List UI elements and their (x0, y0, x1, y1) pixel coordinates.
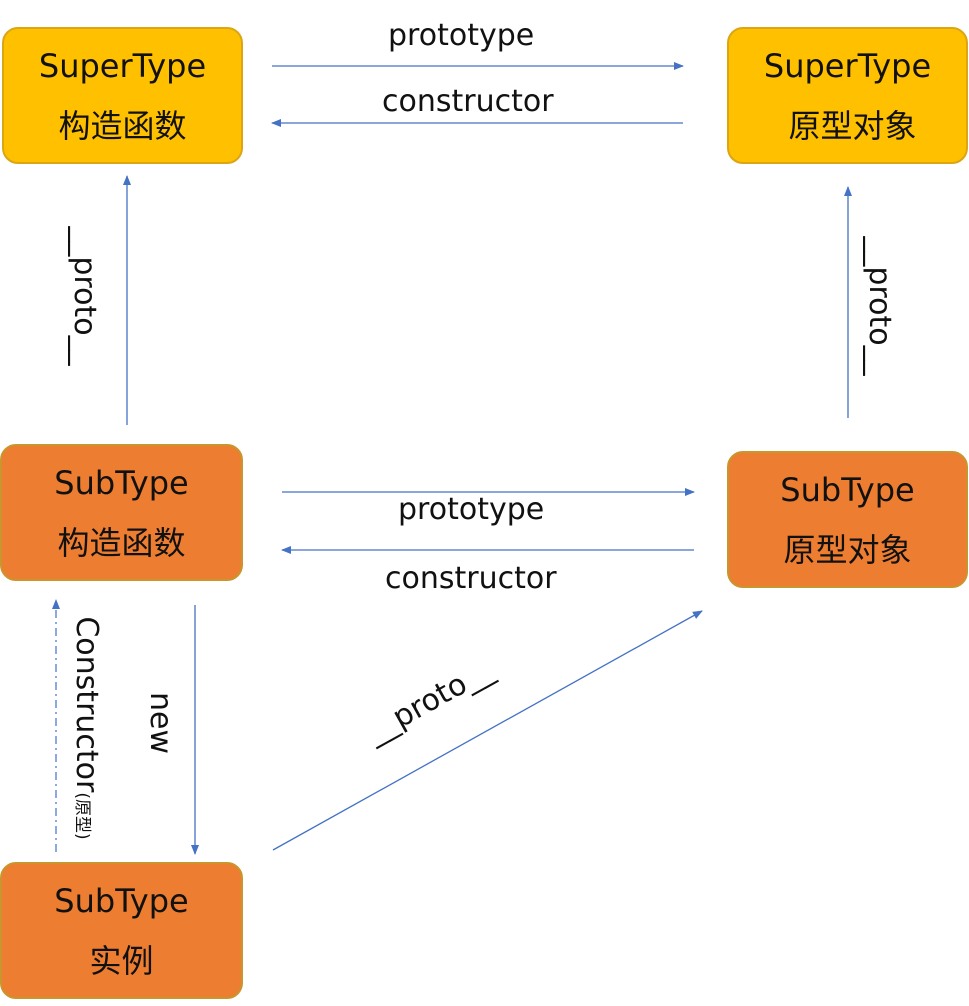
supertype-prototype-node: SuperType 原型对象 (727, 27, 968, 164)
node-title: SuperType (38, 46, 207, 85)
sub-constructor-label: constructor (385, 561, 557, 596)
arrow-instance-proto (272, 610, 703, 851)
node-subtitle: 原型对象 (783, 530, 912, 569)
subtype-constructor-node: SubType 构造函数 (0, 444, 243, 581)
node-subtitle: 原型对象 (788, 106, 917, 145)
node-subtitle: 构造函数 (58, 106, 187, 145)
node-title: SubType (54, 881, 189, 920)
node-title: SuperType (763, 46, 932, 85)
new-label: new (143, 691, 178, 754)
constructor-text: Constructor (69, 616, 104, 793)
node-subtitle: 构造函数 (57, 523, 186, 562)
node-subtitle: 实例 (89, 941, 154, 980)
super-constructor-label: constructor (382, 84, 554, 119)
supertype-constructor-node: SuperType 构造函数 (2, 27, 243, 164)
super-proto-left-label: __proto__ (67, 226, 102, 366)
constructor-note: (原型) (72, 792, 92, 840)
subtype-prototype-node: SubType 原型对象 (727, 451, 968, 588)
subtype-instance-node: SubType 实例 (0, 862, 243, 999)
super-proto-right-label: __proto__ (862, 236, 897, 376)
instance-constructor-label: Constructor(原型) (69, 598, 104, 858)
node-title: SubType (54, 463, 189, 502)
super-prototype-label: prototype (388, 18, 535, 53)
node-title: SubType (780, 470, 915, 509)
sub-prototype-label: prototype (398, 492, 545, 527)
